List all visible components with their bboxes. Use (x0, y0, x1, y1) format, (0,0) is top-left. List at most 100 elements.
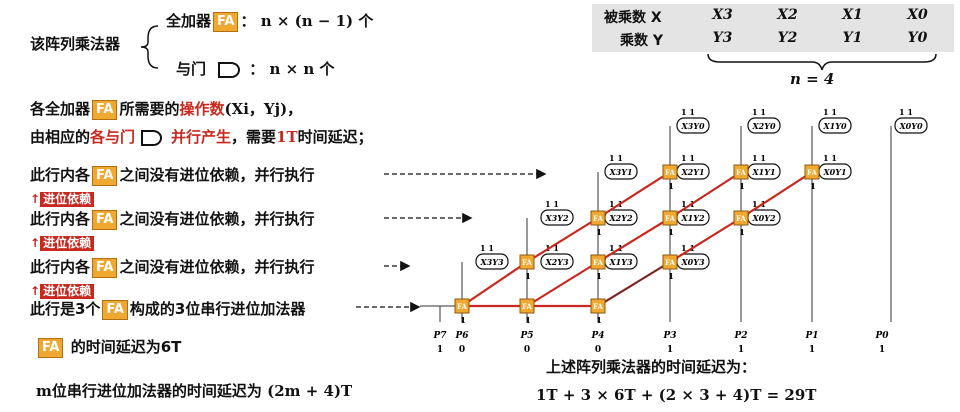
and-gates-highlight: 各与门 (90, 128, 136, 146)
full-adder-label: FA (665, 214, 676, 223)
text: 之间没有进位依赖，并行执行 (119, 210, 315, 228)
full-adder-label: FA (457, 302, 468, 311)
fa-icon: FA (92, 257, 118, 278)
text: 此行内各 (30, 210, 91, 228)
carry-tag-text: 进位依赖 (40, 284, 95, 299)
x-bit: X3 (712, 7, 733, 23)
fa-output-bit: 1 (739, 181, 745, 191)
fa-icon: FA (92, 99, 118, 120)
full-adder-label: FA (665, 168, 676, 177)
y-bit: Y3 (712, 30, 733, 46)
product-label: P7 (432, 331, 447, 341)
carry-path (526, 217, 599, 263)
carry-dependency-tag: ↑进位依赖 (30, 280, 95, 299)
and-gate-label: 与门 (176, 60, 207, 78)
full-adder (519, 298, 535, 314)
full-adder-count: ： n × (n − 1) 个 (240, 12, 374, 30)
full-adder-label: FA (522, 258, 533, 267)
parallel-highlight: 并行产生 (171, 128, 232, 146)
and-gate (676, 117, 710, 134)
product-label: P0 (874, 331, 889, 341)
fa-icon: FA (213, 11, 239, 32)
gate-input-bits: 1 1 (823, 153, 837, 163)
text: 构成的3位串行进位加法器 (129, 300, 306, 318)
full-adder (519, 254, 535, 270)
full-adder-label: FA (593, 258, 604, 267)
and-gate (540, 253, 574, 270)
carry-dependency-tag: ↑进位依赖 (30, 232, 95, 251)
and-gate (604, 163, 638, 180)
gate-label: X1Y1 (751, 167, 775, 177)
full-adder (733, 210, 749, 226)
y-bit: Y2 (777, 30, 798, 46)
gate-input-bits: 1 1 (752, 153, 766, 163)
x-bit: X1 (842, 7, 863, 23)
full-adder-label: FA (736, 214, 747, 223)
gate-label: X3Y3 (479, 257, 503, 267)
gate-input-bits: 1 1 (545, 243, 559, 253)
full-adder (590, 210, 606, 226)
and-gate-count: ： n × n 个 (249, 60, 335, 78)
carry-path (597, 171, 671, 219)
description-title: 该阵列乘法器 (30, 35, 121, 53)
and-gate (818, 117, 852, 134)
gate-label: X3Y0 (680, 121, 704, 131)
gate-input-bits: 1 1 (609, 243, 623, 253)
full-adder (590, 298, 606, 314)
gate-label: X0Y1 (822, 167, 846, 177)
full-adder (662, 254, 678, 270)
full-adder-label: FA (522, 302, 533, 311)
product-value: 1 (809, 345, 815, 355)
gate-label: X2Y1 (680, 167, 704, 177)
n-label: n = 4 (790, 70, 835, 88)
product-value: 0 (459, 345, 465, 355)
carry-path (669, 171, 742, 219)
x-bit: X0 (907, 7, 928, 23)
fa-icon: FA (92, 165, 118, 186)
fa-output-bit: 1 (596, 227, 602, 237)
product-value: 1 (879, 345, 885, 355)
gate-input-bits: 1 1 (609, 199, 623, 209)
carry-tag-text: 进位依赖 (40, 192, 95, 207)
full-adder-label: FA (593, 302, 604, 311)
y-bit: Y1 (842, 30, 863, 46)
gate-input-bits: 1 1 (899, 107, 913, 117)
full-adder-label: FA (593, 214, 604, 223)
product-label: P6 (454, 331, 469, 341)
product-value: 1 (738, 345, 744, 355)
text: ，需要 (231, 128, 277, 146)
and-gate (747, 117, 781, 134)
fa-output-bit: 1 (668, 271, 674, 281)
product-label: P5 (519, 331, 533, 341)
carry-path (669, 217, 742, 263)
product-label: P2 (733, 331, 747, 341)
fa-output-bit: 1 (460, 315, 466, 325)
text: 时间延迟； (297, 128, 373, 146)
fa-icon: FA (92, 209, 118, 230)
fa-output-bit: 1 (596, 271, 602, 281)
gate-input-bits: 1 1 (545, 199, 559, 209)
fa-delay-text: 的时间延迟为6T (70, 338, 182, 356)
fa-output-bit: 1 (668, 227, 674, 237)
explanation-line2: 由相应的各与门并行产生，需要1T时间延迟； (30, 126, 373, 147)
gate-input-bits: 1 1 (480, 243, 494, 253)
and-gate (475, 253, 509, 270)
carry-wire (597, 261, 671, 307)
text: 之间没有进位依赖，并行执行 (119, 166, 315, 184)
fa-output-bit: 1 (525, 271, 531, 281)
product-value: 0 (524, 345, 530, 355)
text: 由相应的 (30, 128, 91, 146)
text: 此行内各 (30, 166, 91, 184)
gate-label: X2Y0 (751, 121, 775, 131)
gate-label: X0Y2 (751, 213, 775, 223)
gate-label: X0Y0 (898, 121, 922, 131)
text: 此行内各 (30, 258, 91, 276)
